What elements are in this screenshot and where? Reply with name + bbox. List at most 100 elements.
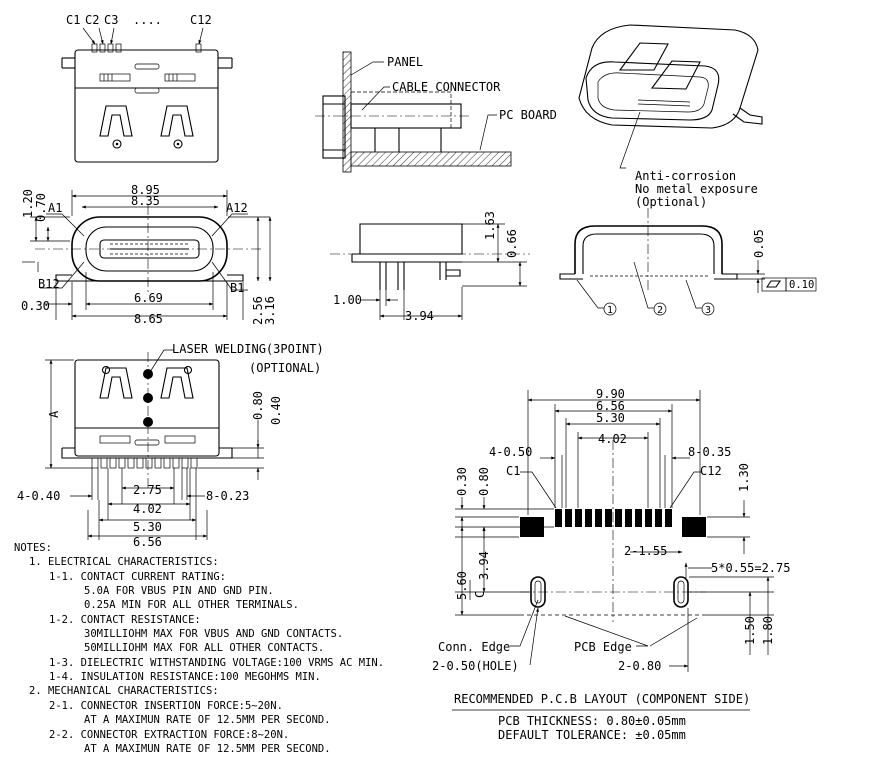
dim-0-70: 0.70 — [34, 193, 48, 222]
note-line: AT A MAXIMUN RATE OF 12.5MM PER SECOND. — [84, 743, 331, 755]
notes-heading: NOTES: — [14, 542, 52, 554]
callout-2: 2 — [657, 305, 663, 316]
callout-3: 3 — [705, 305, 711, 316]
dim-8-35: 8.35 — [131, 194, 160, 208]
dim-1-00: 1.00 — [333, 293, 362, 307]
dim-8-0-23: 8-0.23 — [206, 489, 249, 503]
iso-note-line1: Anti-corrosion — [635, 169, 736, 183]
dim-5-30: 5.30 — [133, 520, 162, 534]
dim-6-56: 6.56 — [133, 535, 162, 549]
pcb-dim-5-30: 5.30 — [596, 411, 625, 425]
note-line: 2-1. CONNECTOR INSERTION FORCE:5~20N. — [49, 700, 283, 712]
pcb-dim-1-50: 1.50 — [743, 616, 757, 645]
note-line: 2-2. CONNECTOR EXTRACTION FORCE:8~20N. — [49, 729, 289, 741]
pcb-label-c12: C12 — [700, 464, 722, 478]
top-view: C1 C2 C3 .... C12 — [61, 13, 233, 163]
note-line: 2. MECHANICAL CHARACTERISTICS: — [29, 685, 219, 697]
note-line: 1-4. INSULATION RESISTANCE:100 MEGOHMS M… — [49, 671, 321, 683]
dim-8-95: 8.95 — [131, 183, 160, 197]
pcb-dim-4-02: 4.02 — [598, 432, 627, 446]
side-view: 1.63 0.66 1.00 3.94 — [330, 211, 530, 323]
dim-4-0-40: 4-0.40 — [17, 489, 60, 503]
dim-0-66: 0.66 — [505, 229, 519, 258]
pcb-label-c1: C1 — [506, 464, 520, 478]
section-view: 0.05 0.10 1 2 3 — [559, 208, 817, 316]
note-line: 1. ELECTRICAL CHARACTERISTICS: — [29, 556, 219, 568]
pcb-pcb-edge: PCB Edge — [574, 640, 632, 654]
dim-1-20: 1.20 — [21, 189, 35, 218]
note-line: 0.25A MIN FOR ALL OTHER TERMINALS. — [84, 599, 299, 611]
dim-6-69: 6.69 — [134, 291, 163, 305]
pcb-dim-4-0-50: 4-0.50 — [489, 445, 532, 459]
pcb-dim-0-80: 0.80 — [477, 467, 491, 496]
pcb-dim-5-60: 5.60 — [455, 571, 469, 600]
pcb-dim-6-56: 6.56 — [596, 399, 625, 413]
label-b1: B1 — [230, 281, 244, 295]
pcb-dim-2-0-80: 2-0.80 — [618, 659, 661, 673]
pcb-dim-8-0-35: 8-0.35 — [688, 445, 731, 459]
pcb-tolerance: DEFAULT TOLERANCE: ±0.05mm — [498, 728, 686, 742]
pcb-layout: 9.90 6.56 5.30 4.02 4-0.50 8-0.35 C1 C12… — [432, 387, 790, 742]
laser-welding-label: LASER WELDING(3POINT) — [172, 342, 324, 356]
laser-welding-optional: (OPTIONAL) — [249, 361, 321, 375]
pcb-dim-3-94: 3.94 — [477, 551, 491, 580]
dim-a: A — [47, 410, 61, 418]
pin-label-c3: C3 — [104, 13, 118, 27]
signal-pads — [555, 509, 672, 527]
pcb-layout-title: RECOMMENDED P.C.B LAYOUT (COMPONENT SIDE… — [454, 692, 750, 706]
label-a12: A12 — [226, 201, 248, 215]
dim-0-30: 0.30 — [21, 299, 50, 313]
front-view: 8.95 8.35 1.20 0.70 A1 A12 B12 B1 0.30 6… — [21, 183, 277, 326]
dim-4-02: 4.02 — [133, 502, 162, 516]
dim-0-40: 0.40 — [269, 396, 283, 425]
dim-3-94: 3.94 — [405, 309, 434, 323]
cable-connector-label: CABLE CONNECTOR — [392, 80, 501, 94]
pin-label-c2: C2 — [85, 13, 99, 27]
dim-3-16: 3.16 — [263, 296, 277, 325]
pcb-dim-2-1-55: 2-1.55 — [624, 544, 667, 558]
note-line: 1-1. CONTACT CURRENT RATING: — [49, 571, 226, 583]
bottom-view: LASER WELDING(3POINT) (OPTIONAL) A 0.80 … — [17, 342, 324, 549]
note-line: 30MILLIOHM MAX FOR VBUS AND GND CONTACTS… — [84, 628, 343, 640]
dim-2-56: 2.56 — [251, 296, 265, 325]
dim-0-05: 0.05 — [752, 229, 766, 258]
panel-mount-view: PANEL CABLE CONNECTOR PC BOARD — [315, 51, 557, 173]
note-line: 1-2. CONTACT RESISTANCE: — [49, 614, 201, 626]
note-line: 1-3. DIELECTRIC WITHSTANDING VOLTAGE:100… — [49, 657, 384, 669]
panel-label: PANEL — [387, 55, 423, 69]
pcb-thickness: PCB THICKNESS: 0.80±0.05mm — [498, 714, 686, 728]
pcb-dim-5x0-55: 5*0.55=2.75 — [711, 561, 790, 575]
top-view-pins — [91, 43, 202, 53]
dim-2-75: 2.75 — [133, 483, 162, 497]
pin-label-dots: .... — [133, 13, 162, 27]
iso-note-line3: (Optional) — [635, 195, 707, 209]
pin-label-c12: C12 — [190, 13, 212, 27]
pcb-hole: 2-0.50(HOLE) — [432, 659, 519, 673]
flatness-value: 0.10 — [789, 279, 814, 291]
notes-block: NOTES: 1. ELECTRICAL CHARACTERISTICS: 1-… — [14, 542, 384, 755]
panel-hatch — [342, 51, 352, 173]
iso-view: Anti-corrosion No metal exposure (Option… — [578, 24, 763, 209]
pcb-conn-edge: Conn. Edge — [438, 640, 510, 654]
note-line: 50MILLIOHM MAX FOR ALL OTHER CONTACTS. — [84, 642, 324, 654]
pin-label-c1: C1 — [66, 13, 80, 27]
label-b12: B12 — [38, 277, 60, 291]
callout-1: 1 — [607, 305, 613, 316]
note-line: 5.0A FOR VBUS PIN AND GND PIN. — [84, 585, 274, 597]
pc-board-label: PC BOARD — [499, 108, 557, 122]
pcb-dim-0-30: 0.30 — [455, 467, 469, 496]
pcb-dim-c: C — [473, 591, 487, 598]
bottom-pins — [91, 457, 198, 469]
pad-right — [682, 517, 706, 537]
note-line: AT A MAXIMUN RATE OF 12.5MM PER SECOND. — [84, 714, 331, 726]
weld-point-3 — [143, 417, 153, 427]
pcb-dim-1-80: 1.80 — [761, 616, 775, 645]
dim-0-80: 0.80 — [251, 391, 265, 420]
dim-8-65: 8.65 — [134, 312, 163, 326]
dim-1-63: 1.63 — [483, 211, 497, 240]
pcb-dim-9-90: 9.90 — [596, 387, 625, 401]
iso-note-line2: No metal exposure — [635, 182, 758, 196]
pc-board-hatch — [350, 151, 512, 167]
label-a1: A1 — [48, 201, 62, 215]
